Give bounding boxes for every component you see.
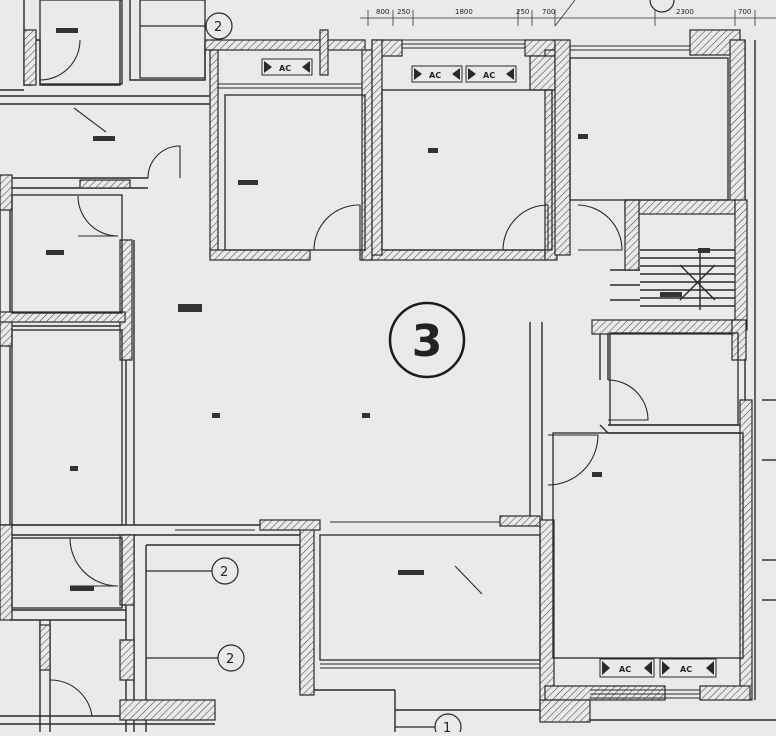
windows — [175, 39, 700, 699]
grid-markers — [140, 0, 675, 736]
grid-marker-middle — [146, 557, 239, 585]
ac-unit-2: AC — [411, 65, 463, 83]
dimension-line-top — [360, 0, 776, 27]
ac-unit-5: AC — [659, 658, 717, 678]
ac-unit-3: AC — [465, 65, 517, 83]
grid-marker-label-1: 2 — [214, 20, 222, 35]
room-outlines — [11, 0, 744, 661]
hatched-walls — [0, 29, 753, 723]
grid-marker-labels: 2 2 2 1 — [214, 20, 451, 736]
room-annotations — [46, 28, 710, 591]
dim-label-6: 2300 — [676, 8, 694, 16]
unit-marker: 3 — [388, 301, 466, 379]
grid-marker-bottom — [395, 713, 462, 736]
dim-label-3: 1800 — [455, 8, 473, 16]
dimension-labels: 800 250 1800 250 700 2300 700 — [376, 8, 751, 16]
ac-label-4: AC — [619, 665, 631, 674]
unit-marker-label: 3 — [412, 316, 443, 367]
ac-label-5: AC — [680, 665, 692, 674]
ac-label-1: AC — [279, 64, 291, 73]
dim-label-5: 700 — [542, 8, 555, 16]
grid-marker-label-3: 2 — [226, 652, 234, 667]
dim-label-4: 250 — [516, 8, 529, 16]
ac-unit-1: AC — [261, 58, 313, 76]
dim-label-7: 700 — [738, 8, 751, 16]
ac-label-2: AC — [429, 71, 441, 80]
grid-marker-label-2: 2 — [220, 565, 228, 580]
grid-marker-label-4: 1 — [443, 721, 451, 732]
grid-marker-top — [140, 12, 233, 40]
door-swings — [39, 39, 649, 717]
dim-label-2: 250 — [397, 8, 410, 16]
dim-label-1: 800 — [376, 8, 389, 16]
ac-unit-4: AC — [599, 658, 655, 678]
ac-label-3: AC — [483, 71, 495, 80]
ac-units: AC AC AC AC AC — [261, 58, 717, 678]
grid-marker-top-right — [649, 0, 675, 13]
grid-marker-lower — [146, 644, 245, 672]
